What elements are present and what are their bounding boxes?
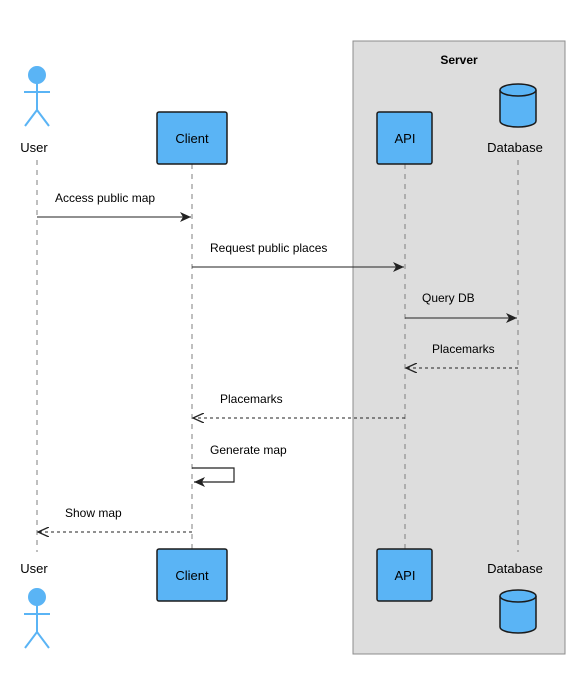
- user-actor-top: User: [20, 66, 50, 155]
- actor-icon: [24, 66, 50, 127]
- message-6: Generate map: [192, 443, 287, 487]
- api-label-top: API: [395, 131, 416, 146]
- database-icon: [499, 589, 537, 634]
- api-label-bottom: API: [395, 568, 416, 583]
- client-label-bottom: Client: [175, 568, 209, 583]
- api-participant-top: API: [376, 111, 433, 165]
- client-label-top: Client: [175, 131, 209, 146]
- self-message-arrow: [192, 467, 235, 487]
- database-participant-top: Database: [487, 83, 543, 155]
- message-1: Access public map: [37, 191, 191, 222]
- message-label: Generate map: [210, 443, 287, 457]
- message-5: Placemarks: [193, 392, 405, 418]
- message-label: Access public map: [55, 191, 155, 205]
- database-icon: [499, 83, 537, 128]
- message-label: Placemarks: [220, 392, 283, 406]
- user-label-top: User: [20, 140, 48, 155]
- database-label-top: Database: [487, 140, 543, 155]
- api-participant-bottom: API: [376, 548, 433, 602]
- message-label: Query DB: [422, 291, 475, 305]
- server-group-title: Server: [440, 53, 478, 67]
- message-2: Request public places: [192, 241, 404, 272]
- message-label: Request public places: [210, 241, 327, 255]
- user-actor-bottom: User: [20, 561, 50, 649]
- client-participant-top: Client: [156, 111, 228, 165]
- message-label: Placemarks: [432, 342, 495, 356]
- user-label-bottom: User: [20, 561, 48, 576]
- database-label-bottom: Database: [487, 561, 543, 576]
- database-participant-bottom: Database: [487, 561, 543, 634]
- message-4: Placemarks: [406, 342, 518, 368]
- message-7: Show map: [38, 506, 192, 532]
- message-label: Show map: [65, 506, 122, 520]
- client-participant-bottom: Client: [156, 548, 228, 602]
- actor-icon: [24, 588, 50, 649]
- message-3: Query DB: [405, 291, 517, 323]
